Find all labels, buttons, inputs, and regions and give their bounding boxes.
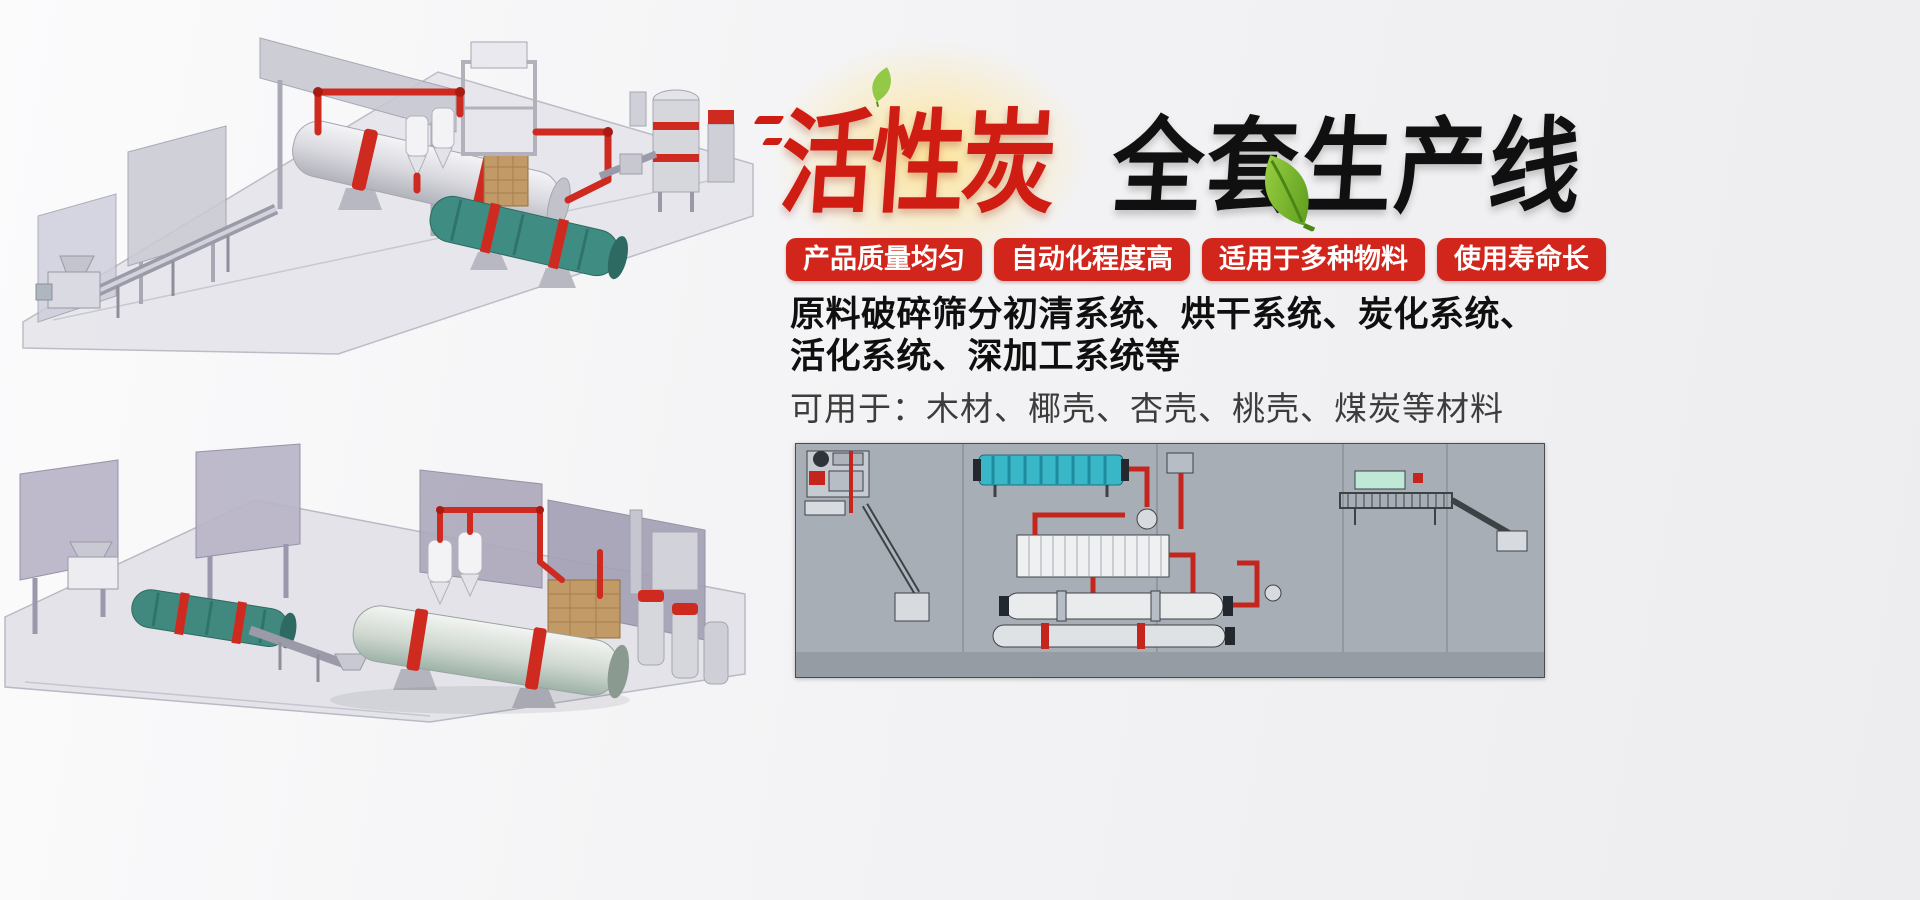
schematic-cooler-drum <box>973 454 1129 497</box>
pipe-elbow <box>455 87 465 97</box>
red-piping <box>437 507 603 599</box>
cyclone-filters <box>405 107 455 178</box>
drum-support <box>338 188 382 210</box>
red-piping <box>314 88 612 204</box>
transfer-conveyor <box>248 625 369 682</box>
brick-block <box>483 153 529 207</box>
systems-line-1: 原料破碎筛分初清系统、烘干系统、炭化系统、 <box>790 295 1536 334</box>
schematic-small-machine <box>1166 452 1194 474</box>
schematic-drum-1 <box>999 590 1233 622</box>
pipe-elbow <box>436 506 444 514</box>
schematic-packing-line <box>1339 470 1528 552</box>
brush-stroke-mark <box>761 138 784 145</box>
production-line-render-bottom <box>0 382 750 734</box>
feeder <box>67 541 119 590</box>
panel-border <box>795 443 1545 678</box>
schematic-red-pipe <box>1129 466 1150 507</box>
screening-drum <box>429 195 628 280</box>
activation-drum <box>352 605 630 699</box>
systems-line-2: 活化系统、深加工系统等 <box>790 337 1181 376</box>
title-black-text: 全套生产线 <box>1108 110 1588 226</box>
schematic-red-pipe <box>1233 560 1260 608</box>
wall-panels <box>19 443 706 641</box>
pipe-elbow <box>313 87 323 97</box>
brick-kiln <box>547 579 621 639</box>
feed-conveyor <box>35 204 279 318</box>
materials-line: 可用于：木材、椰壳、杏壳、桃壳、煤炭等材料 <box>790 390 1504 427</box>
platform-slab <box>22 71 754 355</box>
feature-badges: 产品质量均匀 自动化程度高 适用于多种物料 使用寿命长 <box>786 238 1606 281</box>
badge-lifespan: 使用寿命长 <box>1437 238 1606 281</box>
badge-quality: 产品质量均匀 <box>786 238 982 281</box>
badge-materials: 适用于多种物料 <box>1202 238 1425 281</box>
schematic-feeder-unit <box>804 450 870 516</box>
schematic-panel <box>795 443 1545 678</box>
schematic-heat-exchanger <box>1016 512 1196 595</box>
cyclone-filters <box>427 531 483 606</box>
schematic-drum-2 <box>992 623 1235 649</box>
dust-collector <box>629 509 699 595</box>
title-red-text: 活性炭 <box>776 101 1058 226</box>
drum-support <box>512 688 556 708</box>
drum-shadow <box>330 686 630 714</box>
schematic-conveyor <box>861 503 930 622</box>
production-line-render-top <box>8 4 758 382</box>
panel-floor <box>795 652 1545 678</box>
drum-support <box>470 252 508 270</box>
drum-support <box>393 669 437 690</box>
schematic-fan <box>1136 508 1158 530</box>
page-title: 活性炭 全套生产线 <box>776 68 1655 226</box>
brush-stroke-mark <box>753 116 785 124</box>
drum-support <box>538 268 576 288</box>
systems-description: 原料破碎筛分初清系统、烘干系统、炭化系统、 活化系统、深加工系统等 <box>790 294 1536 378</box>
pipe-elbow <box>536 506 544 514</box>
tank-farm <box>637 590 729 685</box>
pipe-elbow <box>603 127 613 137</box>
schematic-fan <box>1264 584 1282 602</box>
carbonization-furnace <box>598 89 735 212</box>
badge-automation: 自动化程度高 <box>994 238 1190 281</box>
